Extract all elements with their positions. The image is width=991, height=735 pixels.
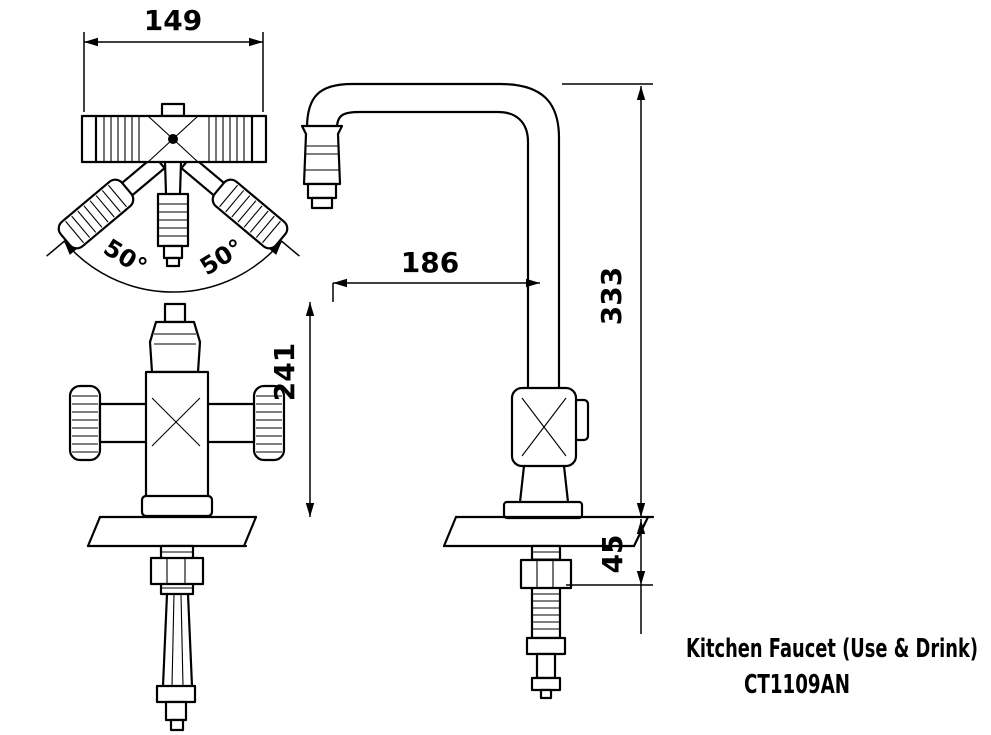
- aerator: [310, 196, 334, 210]
- knurl-lines: [72, 395, 98, 453]
- spray-head-grooves: [158, 203, 188, 237]
- gooseneck-spout: [305, 82, 561, 392]
- dimension-label-241: 241: [268, 343, 301, 401]
- drawing-title: Kitchen Faucet (Use & Drink): [686, 634, 978, 664]
- arrowhead: [64, 241, 77, 255]
- mounting-nut: [519, 558, 573, 590]
- dimension-label-333: 333: [595, 267, 628, 325]
- left-handle-front: [68, 384, 154, 462]
- side-view: 186 241 333 45: [268, 82, 655, 700]
- arrowhead: [636, 520, 646, 534]
- knurl-lines: [219, 184, 281, 244]
- caption: Kitchen Faucet (Use & Drink) CT1109AN: [686, 634, 978, 700]
- dimension-deck-thickness: 45: [566, 519, 653, 634]
- dimension-label-149: 149: [144, 4, 202, 37]
- knurl-lines: [256, 395, 282, 453]
- dimension-spout-reach: 186: [332, 246, 540, 302]
- break-line: [242, 515, 258, 548]
- arrowhead: [305, 302, 315, 316]
- dimension-label-186: 186: [401, 246, 459, 279]
- arrowhead: [333, 278, 347, 288]
- left-handle-rotated: [57, 154, 166, 250]
- top-view: 149: [46, 4, 300, 293]
- handle-bar-top: [80, 102, 268, 164]
- front-view: [68, 302, 286, 732]
- body-front: [140, 370, 214, 518]
- dimension-overall-height: 333: [562, 83, 653, 517]
- break-line: [442, 515, 458, 548]
- angle-label-right: 50°: [195, 233, 248, 281]
- dimension-height-to-spout: 241: [268, 302, 315, 517]
- mounting-shank-side: [519, 544, 573, 700]
- arrowhead: [84, 37, 98, 47]
- arrowhead: [636, 503, 646, 517]
- hose-fitting: [155, 684, 197, 704]
- angle-label-left: 50°: [99, 233, 152, 281]
- arrowhead: [526, 278, 540, 288]
- countertop-front: [86, 515, 258, 548]
- knurl-lines: [103, 116, 245, 162]
- hose-fitting: [525, 636, 567, 656]
- angle-arc: [63, 240, 283, 293]
- right-handle-front: [200, 384, 286, 462]
- body-side: [502, 386, 590, 520]
- arrowhead: [249, 37, 263, 47]
- mounting-shank-front: [149, 544, 205, 596]
- dimension-top-width: 149: [83, 4, 264, 112]
- arrowhead: [636, 86, 646, 100]
- break-line: [86, 515, 102, 548]
- valve-hub: [147, 115, 199, 163]
- spout-back-stub: [160, 102, 186, 118]
- arrowhead: [305, 503, 315, 517]
- arrowhead: [269, 241, 282, 255]
- base-flange: [140, 494, 214, 518]
- dimension-label-45: 45: [596, 535, 629, 574]
- spray-head-side: [300, 124, 344, 210]
- supply-hoses-front: [155, 592, 197, 732]
- spout-front: [148, 302, 202, 374]
- spout-top-view: [156, 160, 190, 268]
- mounting-nut: [149, 556, 205, 586]
- model-number: CT1109AN: [744, 670, 850, 700]
- arrowhead: [636, 571, 646, 585]
- knurl-lines: [65, 184, 127, 244]
- base-flange: [502, 500, 584, 520]
